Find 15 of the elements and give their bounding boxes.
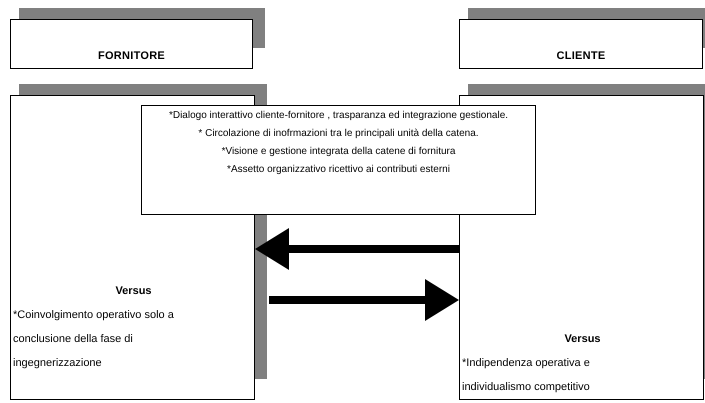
description-text: *Coinvolgimento operativo solo a conclusione della fase di ingegnerizzazione: [13, 308, 175, 371]
versus-heading: Versus: [115, 284, 152, 299]
box-title: FORNITORE: [98, 48, 166, 64]
versus-heading: Versus: [564, 332, 601, 347]
box-title: CLIENTE: [556, 48, 606, 64]
arrow: [255, 228, 459, 270]
text-box: [459, 19, 703, 69]
bullet-text: *Visione e gestione integrata della catene di fornitura: [222, 145, 456, 159]
bullet-text: * Circolazione di inofrmazioni tra le principali unità della catena.: [198, 127, 479, 141]
bullet-text: *Dialogo interattivo cliente-fornitore , trasparanza ed integrazione gestionale.: [168, 109, 508, 123]
text-box: [10, 19, 253, 69]
bullet-text: *Assetto organizzativo ricettivo ai contributi esterni: [227, 163, 450, 177]
description-text: *Indipendenza operativa e individualismo competitivo: [462, 356, 591, 395]
text-box: [141, 105, 536, 215]
arrow: [269, 279, 459, 321]
